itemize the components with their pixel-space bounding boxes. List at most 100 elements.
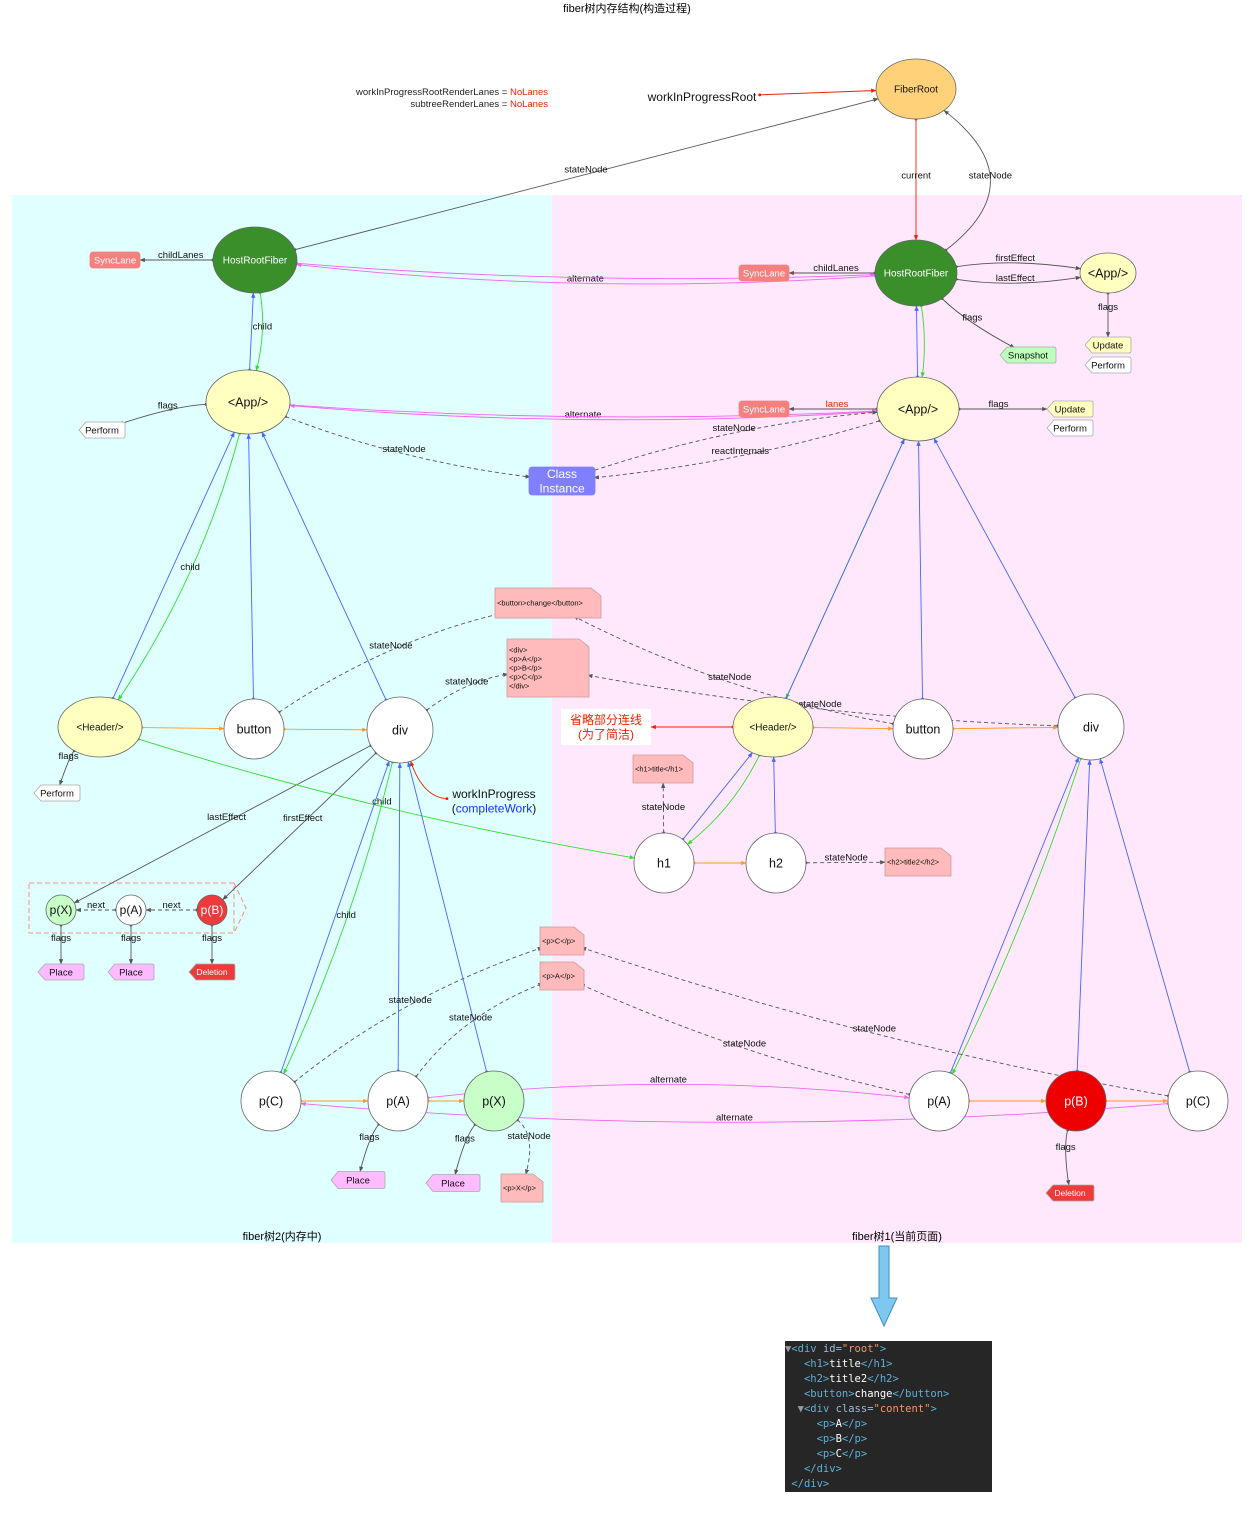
node-lpX[interactable]: p(X)	[463, 1070, 525, 1132]
node-eX[interactable]: p(X)	[45, 894, 77, 926]
node-fiberRoot[interactable]: FiberRoot	[875, 58, 957, 120]
edge-label: next	[87, 900, 105, 911]
node-lHeaderPerform[interactable]: Perform	[33, 784, 81, 802]
flag-tag-shape	[33, 784, 81, 802]
node-label: <button>change</button>	[497, 599, 584, 608]
node-eAPlace[interactable]: Place	[107, 963, 155, 981]
node-label: Perform	[40, 788, 74, 799]
node-rHeader[interactable]: <Header/>	[732, 696, 814, 758]
node-shape	[1079, 252, 1137, 294]
node-lRoot[interactable]: HostRootFiber	[212, 226, 298, 294]
node-shape	[212, 226, 298, 294]
node-label: <App/>	[228, 395, 268, 409]
code-token	[785, 1388, 804, 1400]
edge-label: current	[901, 170, 931, 181]
node-shape	[366, 696, 434, 764]
node-lDiv[interactable]: div	[366, 696, 434, 764]
node-rpA[interactable]: p(A)	[908, 1070, 970, 1132]
edge-label: reactInternals	[711, 446, 769, 457]
code-line: <p>A</p>	[785, 1417, 992, 1432]
node-noteX[interactable]: <p>X</p>	[500, 1173, 544, 1203]
flag-tag-shape	[107, 963, 155, 981]
node-lSync[interactable]: SyncLane	[89, 251, 141, 269]
node-rApp[interactable]: <App/>	[876, 376, 960, 442]
edge-label: lastEffect	[996, 273, 1035, 284]
node-h2[interactable]: h2	[745, 832, 807, 894]
node-rButton[interactable]: button	[892, 698, 954, 760]
node-rTopUpdate[interactable]: Update	[1084, 336, 1132, 354]
node-noteA[interactable]: <p>A</p>	[539, 961, 585, 991]
node-noteH1[interactable]: <h1>title</h1>	[632, 754, 694, 784]
node-rTopPerform[interactable]: Perform	[1084, 356, 1132, 374]
node-rpBDel[interactable]: Deletion	[1045, 1184, 1095, 1202]
code-token: C	[835, 1448, 842, 1460]
node-lpA[interactable]: p(A)	[367, 1070, 429, 1132]
node-label: <Header/>	[76, 723, 123, 734]
node-lAppPerform[interactable]: Perform	[78, 421, 126, 439]
node-rSnapshot[interactable]: Snapshot	[999, 346, 1057, 364]
node-wipRoot[interactable]: workInProgressRoot	[647, 90, 757, 104]
paren: )	[532, 801, 536, 815]
node-shape	[738, 400, 790, 418]
edge-label: firstEffect	[996, 253, 1036, 264]
code-line: <p>C</p>	[785, 1447, 992, 1462]
node-lpXPlace[interactable]: Place	[425, 1174, 481, 1192]
node-rSync[interactable]: SyncLane	[738, 264, 790, 282]
node-eBDel[interactable]: Deletion	[188, 963, 236, 981]
edge-label: stateNode	[712, 423, 755, 434]
node-label: HostRootFiber	[884, 269, 949, 280]
node-rpC[interactable]: p(C)	[1167, 1070, 1229, 1132]
node-lApp[interactable]: <App/>	[205, 369, 291, 435]
edge-e1	[758, 88, 877, 97]
node-eXPlace[interactable]: Place	[37, 963, 85, 981]
node-rDiv[interactable]: div	[1057, 693, 1125, 761]
node-rAppSync[interactable]: SyncLane	[738, 400, 790, 418]
node-label: p(C)	[259, 1094, 283, 1108]
node-label: 省略部分连线	[570, 712, 642, 727]
node-omitted[interactable]: 省略部分连线(为了简洁)	[561, 709, 651, 745]
node-shape	[875, 58, 957, 120]
node-eA[interactable]: p(A)	[115, 894, 147, 926]
node-label: <p>X</p>	[503, 1184, 537, 1193]
node-rAppPerform[interactable]: Perform	[1046, 419, 1094, 437]
note-shape	[506, 638, 590, 698]
node-lpC[interactable]: p(C)	[240, 1070, 302, 1132]
node-wip[interactable]: workInProgress(completeWork)	[451, 787, 536, 815]
code-token	[785, 1373, 804, 1385]
node-label: Place	[49, 967, 73, 978]
node-lHeader[interactable]: <Header/>	[57, 696, 143, 758]
edge-label: stateNode	[723, 1038, 766, 1049]
node-h1[interactable]: h1	[633, 832, 695, 894]
node-shape	[908, 1070, 970, 1132]
edge-label: stateNode	[642, 802, 685, 813]
code-line: <h2>title2</h2>	[785, 1372, 992, 1387]
node-label: <App/>	[1088, 266, 1128, 280]
node-noteH2[interactable]: <h2>title2</h2>	[884, 847, 952, 877]
node-lpAPlace[interactable]: Place	[330, 1171, 386, 1189]
node-noteDiv[interactable]: <div> <p>A</p> <p>B</p> <p>C</p></div>	[506, 638, 590, 698]
node-noteC[interactable]: <p>C</p>	[539, 926, 585, 956]
node-lButton[interactable]: button	[223, 698, 285, 760]
expand-triangle-icon[interactable]: ▼	[797, 1403, 804, 1415]
code-token: </h1>	[860, 1358, 893, 1370]
node-label: FiberRoot	[894, 85, 938, 96]
paren: (	[452, 801, 456, 815]
node-shape	[1057, 693, 1125, 761]
node-label: h2	[769, 856, 783, 870]
node-rAppUpdate[interactable]: Update	[1046, 400, 1094, 418]
expand-triangle-icon[interactable]: ▼	[785, 1343, 792, 1355]
node-rRoot[interactable]: HostRootFiber	[874, 239, 958, 307]
node-eB[interactable]: p(B)	[196, 894, 228, 926]
edge-e8	[248, 292, 256, 372]
edge-label: stateNode	[969, 171, 1012, 182]
node-label: SyncLane	[94, 255, 136, 266]
node-label: <p>C</p>	[542, 937, 576, 946]
edge-label: stateNode	[369, 640, 412, 651]
node-label: Instance	[539, 481, 585, 495]
node-rpB[interactable]: p(B)	[1045, 1070, 1107, 1132]
node-noteButton[interactable]: <button>change</button>	[494, 587, 602, 619]
node-label: (为了简洁)	[578, 727, 634, 741]
node-rAppTop[interactable]: <App/>	[1079, 252, 1137, 294]
